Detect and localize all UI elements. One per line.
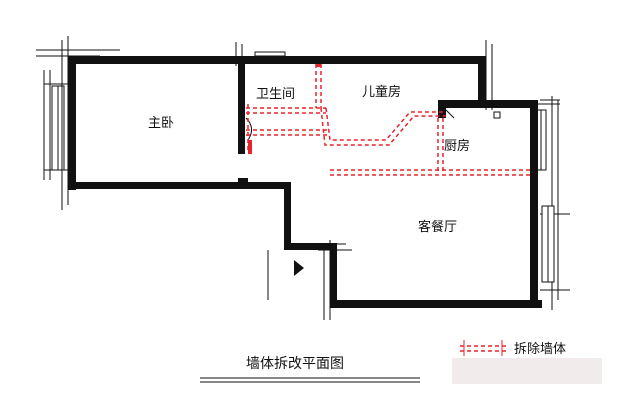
window-right [535, 109, 555, 283]
entry-arrow-icon [294, 260, 304, 276]
room-label-bathroom: 卫生间 [256, 87, 295, 102]
watermark-blur [452, 358, 602, 384]
legend: 拆除墙体 [460, 340, 566, 357]
construction-lines [36, 36, 570, 320]
walls [68, 56, 542, 308]
demolished-walls [246, 64, 530, 176]
plan-caption: 墙体拆改平面图 [246, 356, 344, 372]
legend-label: 拆除墙体 [514, 342, 566, 357]
room-label-master-bedroom: 主卧 [148, 116, 174, 131]
room-label-living-dining: 客餐厅 [418, 219, 457, 235]
caption-underline [200, 377, 420, 383]
room-label-kitchen: 厨房 [444, 138, 470, 154]
window-master-bedroom [51, 85, 65, 171]
demolished-solid [248, 64, 321, 154]
room-label-kids-room: 儿童房 [362, 84, 401, 100]
legend-swatch [460, 345, 506, 352]
door-marks [245, 109, 501, 141]
